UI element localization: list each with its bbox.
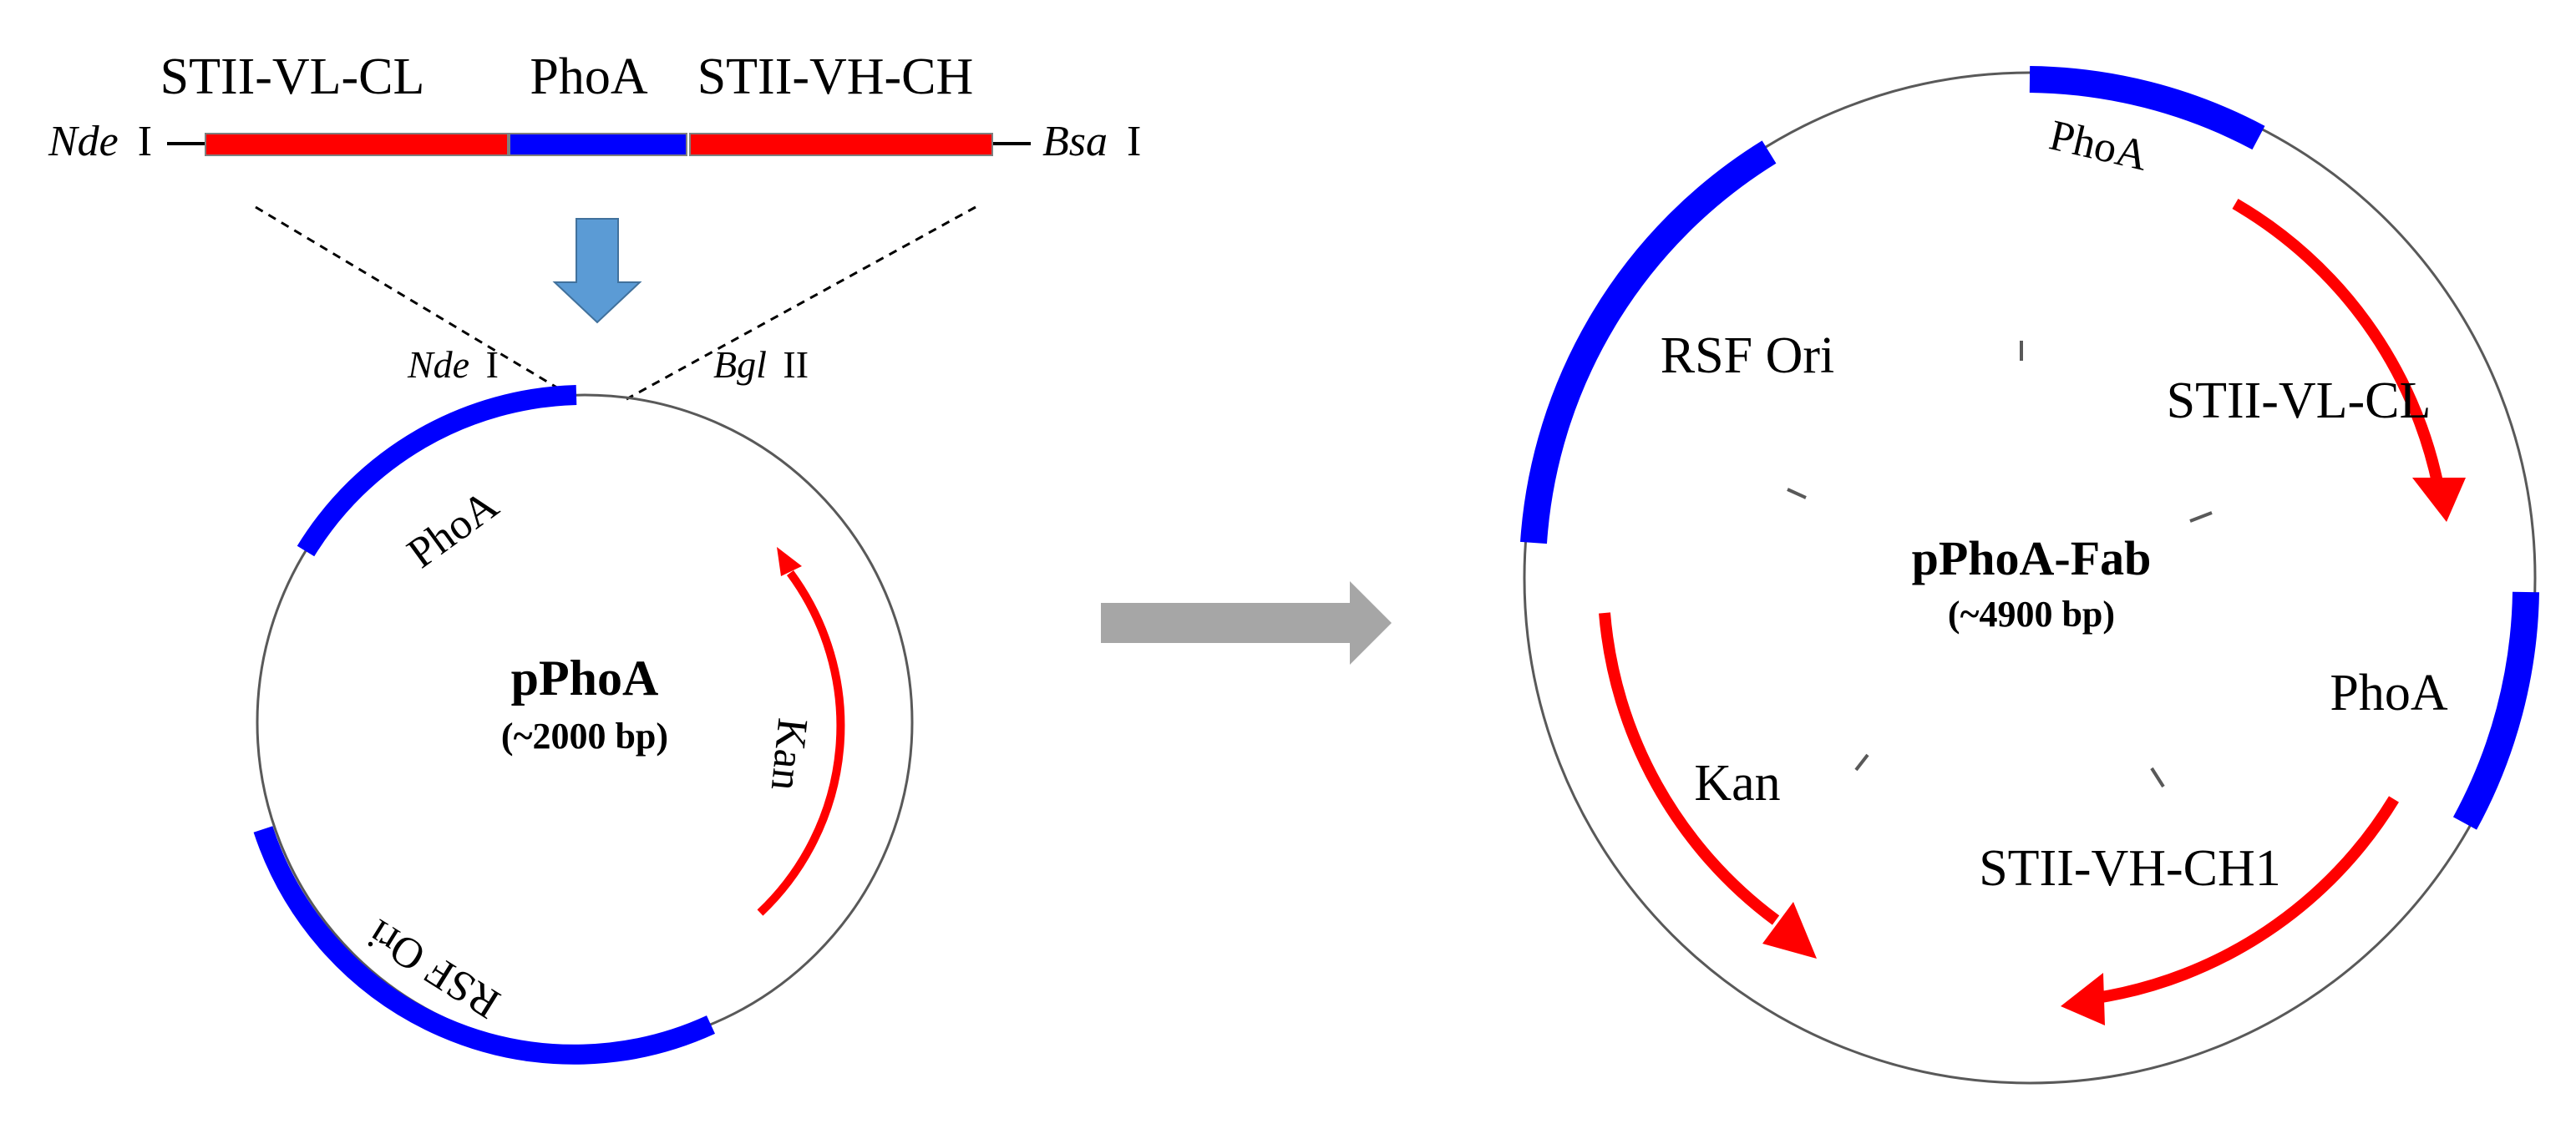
insert-site-left: Nde I (48, 118, 152, 165)
pphoa-site-left: Nde I (407, 343, 499, 386)
pphoa-name: pPhoA (511, 651, 659, 706)
pphoa-site-right-suffix: II (783, 343, 809, 386)
fab-tick-3 (2150, 767, 2165, 788)
fab-tick-5 (1787, 488, 1807, 499)
pphoa-ori-label: RSF Ori (359, 909, 508, 1027)
insert-segment-stii-vl-cl (205, 133, 509, 156)
pphoa-kan-arrow-shaft (757, 570, 845, 916)
fab-vh-label: STII-VH-CH1 (1979, 840, 2281, 897)
pphoa-site-left-enzyme: Nde (407, 343, 469, 386)
fab-ori-label: RSF Ori (1661, 327, 1834, 384)
insert-site-right-suffix: I (1127, 118, 1141, 165)
insert-site-right-enzyme: Bsa (1042, 118, 1108, 165)
pphoa-size: (~2000 bp) (501, 716, 668, 757)
insert-segment-phoa (509, 133, 687, 156)
insert-guide-line-right (626, 205, 976, 401)
pphoa-site-right-enzyme: Bgl (713, 343, 767, 386)
fab-phoa-top-segment (2029, 66, 2265, 150)
insert-construct: STII-VL-CL PhoA STII-VH-CH Nde I Bsa I (48, 48, 1141, 401)
fab-vl-arrow-head (2412, 478, 2466, 522)
fab-phoa-right-label: PhoA (2330, 665, 2447, 721)
insertion-down-arrow (552, 218, 642, 324)
insert-label-stii-vh-ch: STII-VH-CH (697, 48, 974, 105)
plasmid-pphoa-fab: PhoA STII-VL-CL PhoA STII-VH-CH1 Kan RSF… (1520, 66, 2539, 1085)
pphoa-phoa-label: PhoA (399, 481, 508, 578)
fab-backbone-circle (1523, 71, 2537, 1085)
pphoa-ori-segment (253, 826, 715, 1065)
fab-tick-2 (2189, 511, 2213, 523)
insert-segment-stii-vh-ch (689, 133, 993, 156)
process-arrow (1101, 581, 1392, 665)
fab-vl-label: STII-VL-CL (2167, 372, 2431, 429)
fab-vh-arrow-shaft (2095, 796, 2399, 1004)
insert-guide-line-left (255, 205, 577, 401)
insert-site-right: Bsa I (1042, 118, 1141, 165)
insert-label-phoa: PhoA (530, 48, 647, 105)
fab-vl-arrow-shaft (2232, 198, 2444, 488)
insert-site-left-enzyme: Nde (48, 118, 119, 165)
pphoa-kan-arrow-head (777, 547, 802, 576)
fab-kan-arrow-shaft (1599, 612, 1780, 925)
insert-site-left-suffix: I (138, 118, 152, 165)
fab-kan-label: Kan (1694, 755, 1780, 812)
fab-vh-arrow-head (2061, 973, 2105, 1025)
plasmid-pphoa: PhoA Kan RSF Ori pPhoA (~2000 bp) Nde I … (253, 343, 914, 1065)
fab-name: pPhoA-Fab (1912, 531, 2152, 585)
fab-size: (~4900 bp) (1948, 594, 2115, 635)
pphoa-kan-label: Kan (762, 716, 817, 792)
fab-kan-arrow-head (1762, 902, 1817, 959)
pphoa-phoa-segment (297, 385, 577, 557)
insert-label-stii-vl-cl: STII-VL-CL (160, 48, 425, 105)
fab-phoa-right-segment (2452, 591, 2539, 830)
fab-ori-segment (1520, 140, 1777, 544)
pphoa-site-right: Bgl II (713, 343, 809, 386)
fab-tick-4 (1854, 753, 1869, 772)
fab-phoa-top-label: PhoA (2045, 112, 2153, 180)
pphoa-site-left-suffix: I (486, 343, 499, 386)
